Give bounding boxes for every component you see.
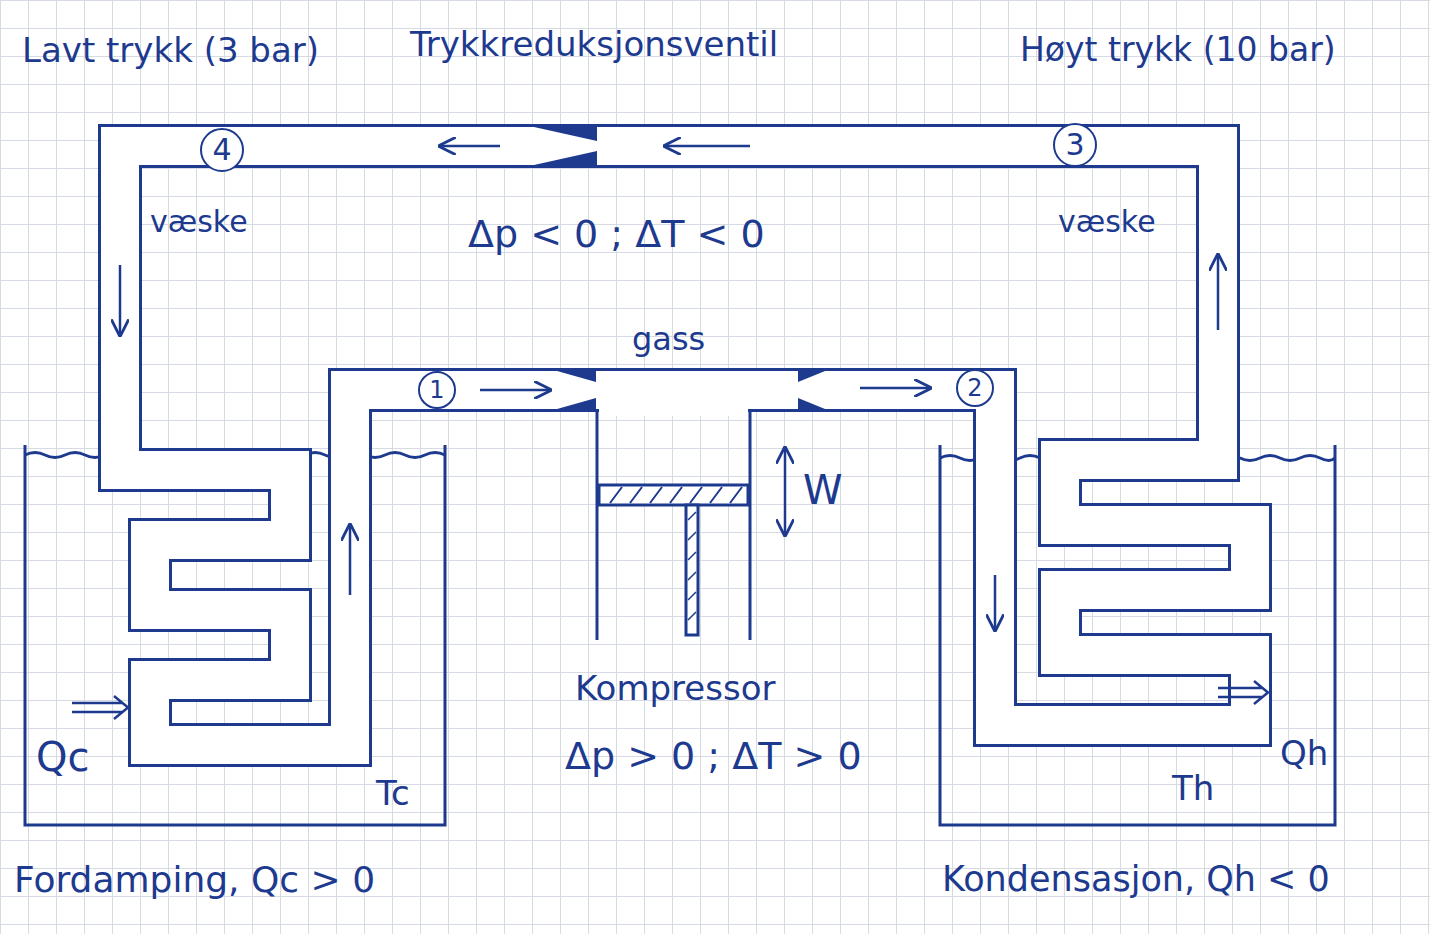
temperature-label: Tc — [376, 775, 410, 812]
process-caption: Kondensasjon, Qh < 0 — [942, 860, 1330, 899]
flow-arrow — [120, 146, 1218, 630]
callout-number: 4 — [212, 135, 231, 165]
temperature-label: Th — [1172, 770, 1214, 807]
callout-circle: 1 — [418, 371, 456, 409]
pipe-outline — [120, 146, 1250, 745]
valve — [525, 125, 830, 411]
compressor-cylinder — [597, 410, 750, 640]
cylinder-opening — [599, 405, 748, 416]
process-caption: Fordamping, Qc > 0 — [14, 860, 375, 900]
callout-circle: 4 — [200, 128, 244, 172]
phase-label: væske — [150, 205, 248, 238]
pressure-label: Høyt trykk (10 bar) — [1020, 32, 1336, 68]
valve-condition: Δp < 0 ; ΔT < 0 — [468, 214, 765, 256]
component-title: Kompressor — [575, 670, 775, 707]
pressure-label: Lavt trykk (3 bar) — [22, 32, 319, 69]
valve-title: Trykkreduksjonsventil — [410, 26, 778, 63]
heat-label: Qh — [1280, 735, 1328, 772]
pipe-interior — [120, 146, 1250, 745]
callout-circle: 3 — [1053, 123, 1097, 167]
phase-label: gass — [632, 322, 705, 357]
phase-label: væske — [1058, 205, 1156, 238]
heat-label: Qc — [36, 735, 89, 779]
callout-number: 3 — [1065, 130, 1084, 160]
callout-number: 1 — [429, 378, 444, 402]
compressor-condition: Δp > 0 ; ΔT > 0 — [565, 736, 862, 778]
callout-circle: 2 — [956, 369, 994, 407]
callout-number: 2 — [967, 376, 982, 400]
work-label: W — [803, 468, 843, 512]
